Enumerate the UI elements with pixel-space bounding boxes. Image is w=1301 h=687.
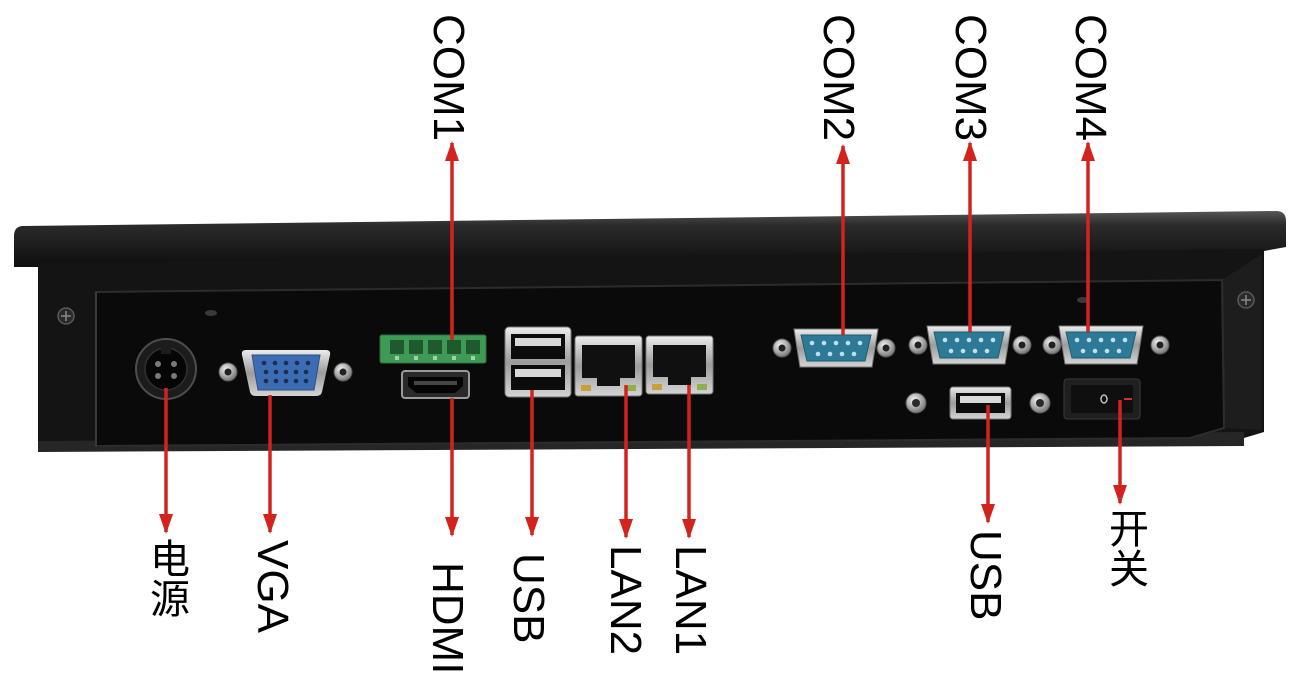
label-switch: 开关 bbox=[1102, 508, 1148, 588]
usb-port-icon bbox=[905, 386, 1051, 420]
label-com4: COM4 bbox=[1066, 14, 1115, 142]
label-vga: VGA bbox=[248, 540, 297, 633]
label-com1: COM1 bbox=[424, 14, 473, 142]
industrial-pc bbox=[14, 211, 1286, 452]
label-com2: COM2 bbox=[814, 14, 863, 142]
rj45-port-icon bbox=[574, 335, 643, 397]
off-symbol-icon bbox=[1100, 394, 1108, 404]
rocker-switch-icon bbox=[1063, 378, 1141, 420]
usb-port-icon bbox=[504, 326, 572, 398]
label-power: 电源 bbox=[143, 538, 189, 618]
screw-icon bbox=[1237, 291, 1255, 309]
screw-icon bbox=[1077, 297, 1089, 303]
label-lan2: LAN2 bbox=[601, 545, 650, 656]
terminal-block-icon bbox=[379, 334, 487, 364]
db9-port-icon bbox=[1042, 325, 1170, 365]
right-side-wall bbox=[1222, 254, 1262, 430]
screw-icon bbox=[57, 307, 75, 325]
label-lan1: LAN1 bbox=[666, 545, 715, 656]
label-com3: COM3 bbox=[946, 14, 995, 142]
hdmi-port-icon bbox=[401, 370, 470, 399]
db9-port-icon bbox=[908, 325, 1032, 365]
label-usb-right: USB bbox=[961, 530, 1010, 621]
rj45-port-icon bbox=[645, 335, 714, 395]
callout-arrows bbox=[159, 141, 1127, 539]
vga-port-icon bbox=[218, 350, 353, 396]
db9-port-icon bbox=[772, 328, 896, 368]
screw-icon bbox=[205, 310, 217, 316]
label-hdmi: HDMI bbox=[423, 562, 472, 675]
label-usb-left: USB bbox=[504, 553, 553, 644]
